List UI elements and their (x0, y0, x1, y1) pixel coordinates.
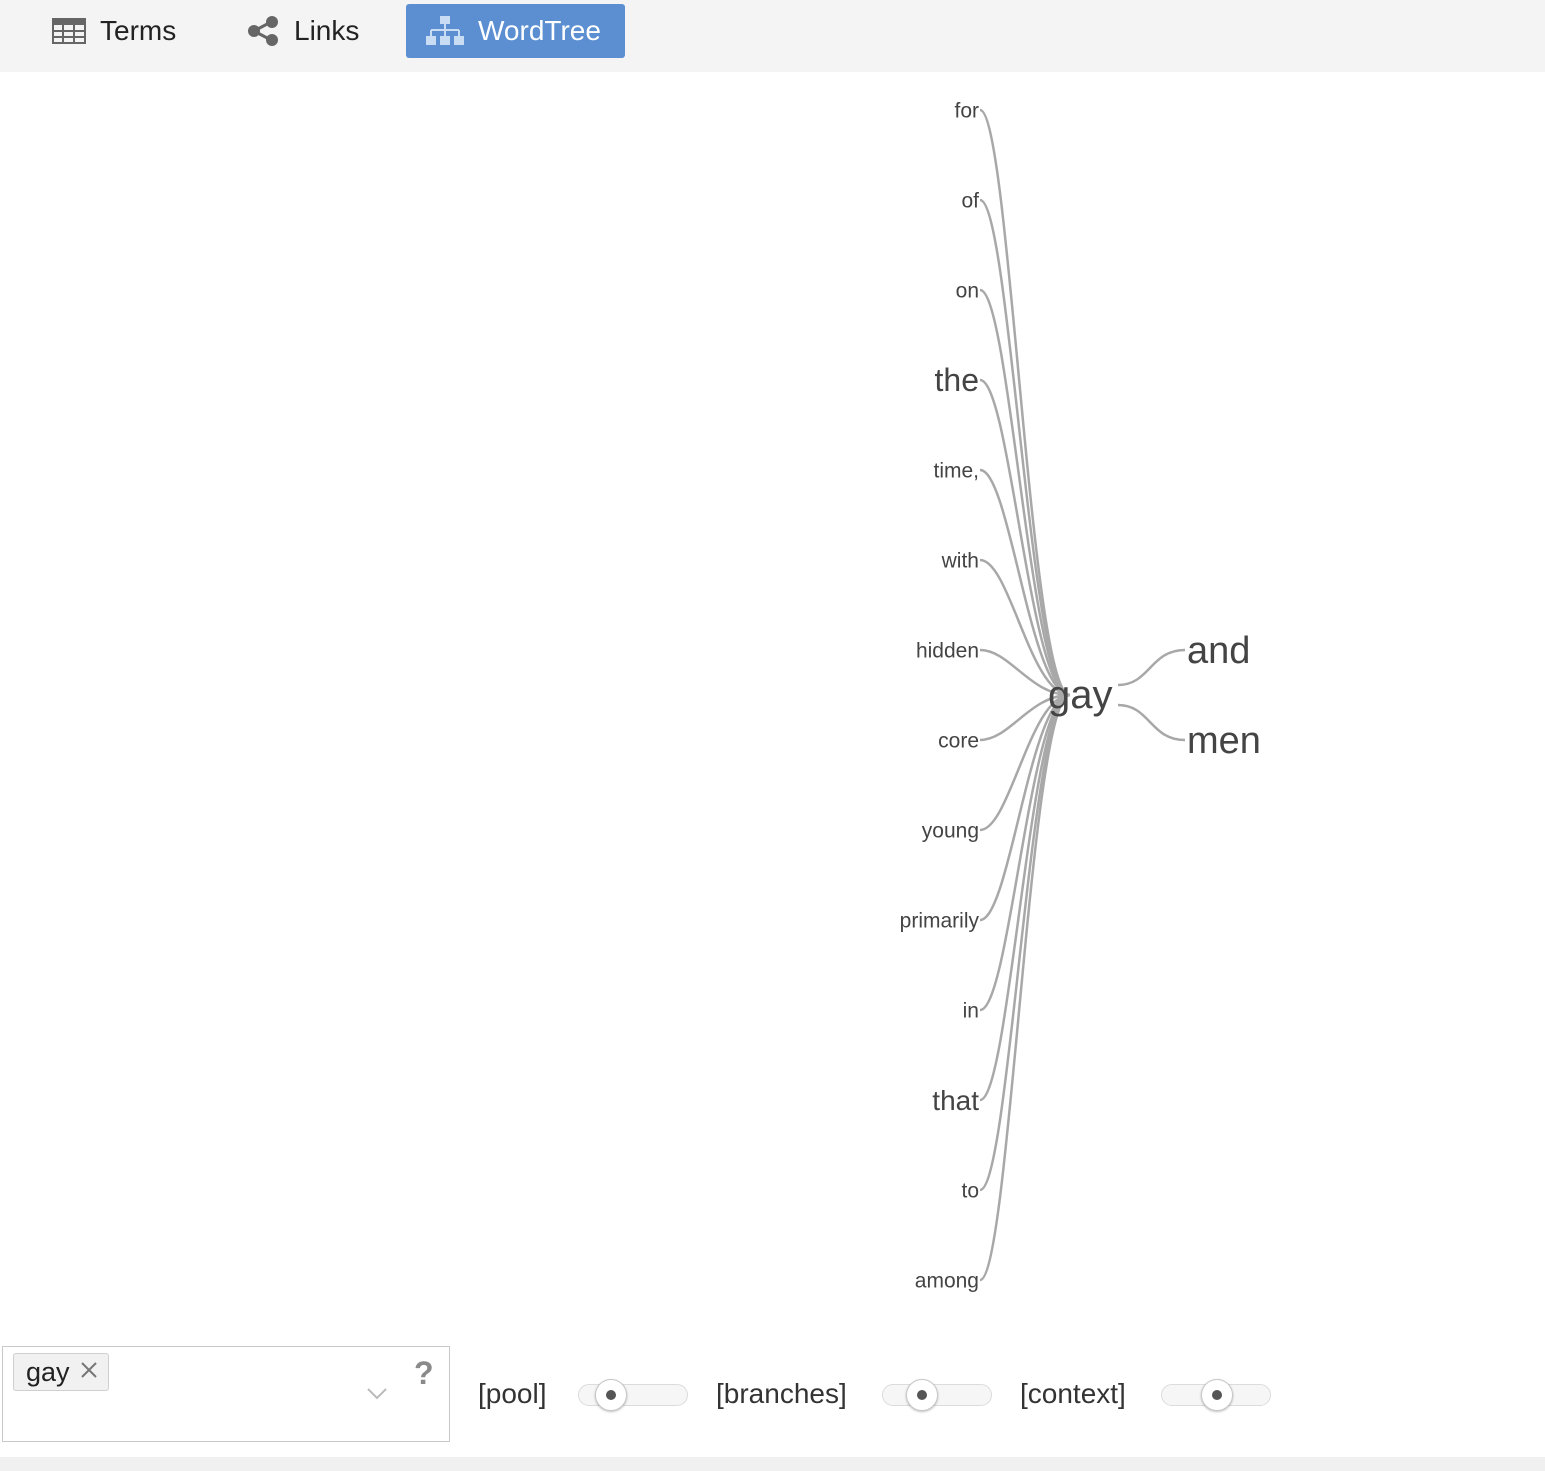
wordtree-word[interactable]: in (963, 999, 979, 1022)
wordtree-branch (979, 468, 1071, 697)
wordtree-branch (979, 693, 1071, 922)
branches-slider[interactable] (882, 1379, 992, 1411)
tab-links[interactable]: Links (246, 4, 359, 58)
share-icon (246, 15, 280, 47)
wordtree-branch (979, 693, 1071, 1282)
tab-links-label: Links (294, 15, 360, 46)
chevron-down-icon[interactable] (365, 1385, 389, 1406)
wordtree-word[interactable]: and (1187, 630, 1250, 672)
query-term-tag: gay (13, 1353, 109, 1391)
query-term-label: gay (26, 1356, 70, 1387)
context-slider[interactable] (1161, 1379, 1271, 1411)
tab-terms-label: Terms (100, 15, 177, 46)
tab-wordtree[interactable]: WordTree (406, 4, 625, 58)
wordtree-branch (979, 558, 1071, 697)
wordtree-branch (1117, 648, 1186, 687)
wordtree-branch (979, 288, 1071, 697)
wordtree-word[interactable]: primarily (900, 909, 980, 932)
wordtree-word[interactable]: hidden (916, 639, 979, 662)
wordtree-word[interactable]: young (922, 819, 979, 842)
tab-terms[interactable]: Terms (52, 4, 176, 58)
branches-label: [branches] (716, 1378, 847, 1409)
footer-strip (0, 1457, 1545, 1471)
wordtree-word[interactable]: among (915, 1269, 979, 1292)
wordtree-word[interactable]: men (1187, 720, 1261, 762)
tab-wordtree-label: WordTree (478, 15, 601, 46)
wordtree-branch (1117, 703, 1186, 742)
controls-bar: gay ? [pool] [branches] [context] (0, 1332, 1545, 1457)
wordtree-panel: for of on the time, with hidden core young primar… (0, 72, 1545, 1332)
wordtree-graph: for of on the time, with hidden core young primar… (900, 99, 1261, 1292)
branches-slider-handle[interactable] (906, 1379, 939, 1411)
context-label: [context] (1020, 1378, 1126, 1409)
help-icon[interactable]: ? (414, 1355, 434, 1391)
toolbar: Terms Links (0, 0, 1545, 72)
query-input[interactable]: gay ? (2, 1346, 450, 1442)
pool-slider[interactable] (578, 1379, 688, 1411)
wordtree-word[interactable]: to (961, 1179, 979, 1202)
wordtree-branch (979, 693, 1071, 1012)
table-icon (52, 18, 86, 44)
pool-label: [pool] (478, 1378, 547, 1409)
wordtree-word[interactable]: core (938, 729, 979, 752)
wordtree-word[interactable]: for (954, 99, 979, 122)
wordtree-branch (979, 693, 1071, 742)
wordtree-word[interactable]: that (932, 1085, 979, 1116)
wordtree-branch (979, 108, 1071, 697)
wordtree-word[interactable]: of (961, 189, 979, 212)
wordtree-word[interactable]: with (941, 549, 979, 572)
wordtree-root-word[interactable]: gay (1048, 673, 1113, 717)
close-icon[interactable] (78, 1357, 100, 1383)
wordtree-branch (979, 378, 1071, 697)
wordtree-branch (979, 693, 1071, 1102)
pool-slider-handle[interactable] (594, 1379, 627, 1411)
wordtree-word[interactable]: the (935, 362, 979, 398)
wordtree-branch (979, 693, 1071, 832)
sitemap-icon (426, 15, 464, 47)
wordtree-word[interactable]: on (956, 279, 979, 302)
wordtree-branch (979, 648, 1071, 697)
wordtree-word[interactable]: time, (933, 459, 979, 482)
context-slider-handle[interactable] (1201, 1379, 1233, 1411)
wordtree-branch (979, 198, 1071, 697)
